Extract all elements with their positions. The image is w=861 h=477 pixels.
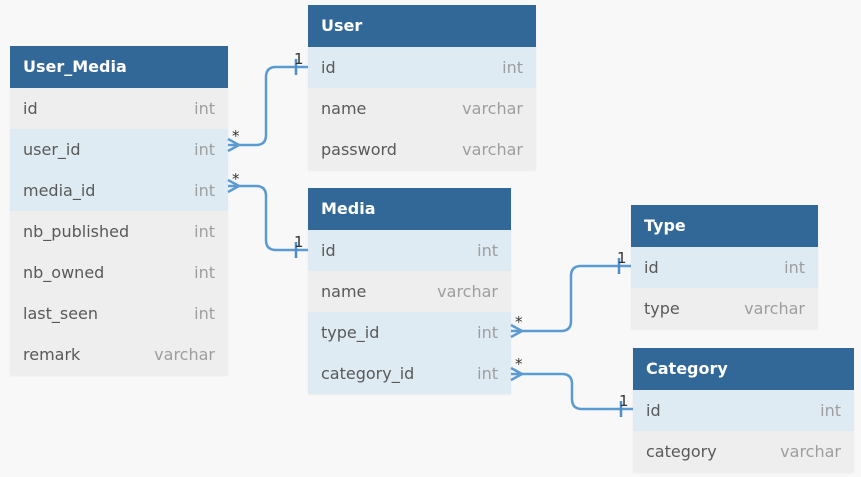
crowfoot-many-marker bbox=[227, 178, 242, 194]
table-row[interactable]: type_id int bbox=[308, 312, 511, 353]
column-type: int bbox=[477, 241, 498, 260]
relation-media-to-category[interactable]: * 1 bbox=[510, 355, 633, 417]
column-name: id bbox=[23, 99, 38, 118]
table-row[interactable]: id int bbox=[308, 47, 536, 88]
column-name: nb_owned bbox=[23, 263, 105, 282]
column-name: media_id bbox=[23, 181, 96, 200]
table-row[interactable]: category_id int bbox=[308, 353, 511, 394]
column-name: last_seen bbox=[23, 304, 99, 323]
column-type: int bbox=[194, 263, 215, 282]
cardinality-many-label: * bbox=[515, 355, 523, 373]
column-type: int bbox=[194, 222, 215, 241]
column-type: varchar bbox=[154, 345, 215, 364]
cardinality-many-label: * bbox=[232, 170, 240, 188]
relation-user-media-to-user[interactable]: * 1 bbox=[227, 50, 308, 153]
table-row[interactable]: password varchar bbox=[308, 129, 536, 170]
column-type: varchar bbox=[744, 299, 805, 318]
table-row[interactable]: nb_owned int bbox=[10, 252, 228, 293]
column-name: name bbox=[321, 99, 367, 118]
cardinality-one-label: 1 bbox=[294, 233, 304, 251]
column-name: remark bbox=[23, 345, 81, 364]
table-type[interactable]: Type id int type varchar bbox=[631, 205, 818, 329]
table-row[interactable]: id int bbox=[10, 88, 228, 129]
cardinality-many-label: * bbox=[515, 313, 523, 331]
column-name: name bbox=[321, 282, 367, 301]
crowfoot-many-marker bbox=[227, 137, 242, 153]
table-media[interactable]: Media id int name varchar type_id int ca… bbox=[308, 188, 511, 394]
table-header[interactable]: User_Media bbox=[10, 46, 228, 88]
column-type: int bbox=[502, 58, 523, 77]
table-header[interactable]: Type bbox=[631, 205, 818, 247]
table-row[interactable]: user_id int bbox=[10, 129, 228, 170]
connector-line bbox=[228, 184, 308, 252]
table-row[interactable]: nb_published int bbox=[10, 211, 228, 252]
column-type: int bbox=[194, 140, 215, 159]
table-row[interactable]: remark varchar bbox=[10, 334, 228, 375]
table-row[interactable]: name varchar bbox=[308, 88, 536, 129]
table-row[interactable]: id int bbox=[631, 247, 818, 288]
column-name: id bbox=[646, 401, 661, 420]
column-type: int bbox=[820, 401, 841, 420]
column-type: varchar bbox=[780, 442, 841, 461]
cardinality-one-label: 1 bbox=[617, 249, 627, 267]
column-name: id bbox=[321, 241, 336, 260]
connector-line bbox=[511, 372, 633, 411]
column-name: nb_published bbox=[23, 222, 130, 241]
table-header[interactable]: Media bbox=[308, 188, 511, 230]
column-name: type_id bbox=[321, 323, 380, 342]
table-user-media[interactable]: User_Media id int user_id int media_id i… bbox=[10, 46, 228, 375]
column-type: int bbox=[194, 304, 215, 323]
table-row[interactable]: id int bbox=[308, 230, 511, 271]
column-type: varchar bbox=[462, 140, 523, 159]
table-header[interactable]: Category bbox=[633, 348, 854, 390]
crowfoot-many-marker bbox=[510, 323, 525, 339]
column-name: id bbox=[321, 58, 336, 77]
column-name: user_id bbox=[23, 140, 81, 159]
relation-user-media-to-media[interactable]: * 1 bbox=[227, 170, 308, 258]
table-row[interactable]: id int bbox=[633, 390, 854, 431]
connector-line bbox=[228, 65, 308, 147]
column-type: varchar bbox=[437, 282, 498, 301]
column-name: id bbox=[644, 258, 659, 277]
column-type: int bbox=[194, 99, 215, 118]
relation-media-to-type[interactable]: * 1 bbox=[510, 249, 631, 339]
table-user[interactable]: User id int name varchar password varcha… bbox=[308, 5, 536, 170]
column-name: category bbox=[646, 442, 717, 461]
column-type: int bbox=[477, 323, 498, 342]
table-row[interactable]: name varchar bbox=[308, 271, 511, 312]
cardinality-one-label: 1 bbox=[619, 392, 629, 410]
table-header[interactable]: User bbox=[308, 5, 536, 47]
table-row[interactable]: last_seen int bbox=[10, 293, 228, 334]
table-row[interactable]: media_id int bbox=[10, 170, 228, 211]
column-type: int bbox=[194, 181, 215, 200]
table-row[interactable]: type varchar bbox=[631, 288, 818, 329]
column-name: type bbox=[644, 299, 680, 318]
cardinality-one-label: 1 bbox=[294, 50, 304, 68]
column-name: category_id bbox=[321, 364, 415, 383]
column-type: varchar bbox=[462, 99, 523, 118]
table-category[interactable]: Category id int category varchar bbox=[633, 348, 854, 472]
table-row[interactable]: category varchar bbox=[633, 431, 854, 472]
column-type: int bbox=[784, 258, 805, 277]
connector-line bbox=[511, 264, 631, 333]
column-type: int bbox=[477, 364, 498, 383]
column-name: password bbox=[321, 140, 397, 159]
crowfoot-many-marker bbox=[510, 366, 525, 382]
cardinality-many-label: * bbox=[232, 127, 240, 145]
